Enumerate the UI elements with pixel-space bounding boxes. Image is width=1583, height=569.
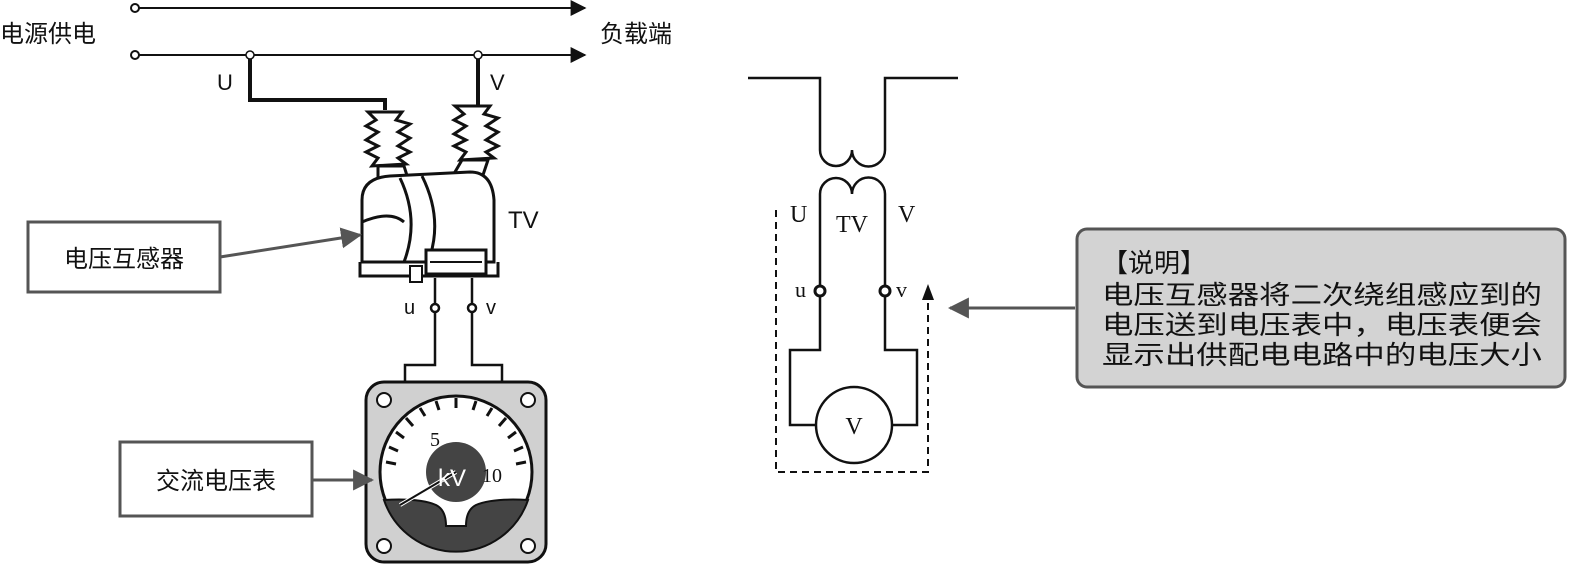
meter-unit-kv: kV xyxy=(438,465,466,492)
current-path-dashed xyxy=(775,210,929,473)
primary-lead-right xyxy=(883,76,958,150)
note-line-2: 电压送到电压表中，电压表便会 xyxy=(1102,311,1542,341)
primary-coil xyxy=(818,149,887,168)
schematic-v-label: v xyxy=(896,277,907,302)
schematic-TV-label: TV xyxy=(836,212,869,238)
callout-voltage-transformer xyxy=(26,220,363,294)
schematic-U-label: U xyxy=(790,202,807,228)
meter-scale-5: 5 xyxy=(430,429,440,451)
note-line-3: 显示出供配电电路中的电压大小 xyxy=(1102,341,1542,371)
supply-lines xyxy=(130,0,587,110)
ac-voltmeter-callout-label: 交流电压表 xyxy=(156,467,276,495)
power-supply-label: 电源供电 xyxy=(0,20,96,48)
primary-lead-left xyxy=(748,76,822,150)
note-box xyxy=(1075,227,1567,389)
tap-v-dot xyxy=(473,50,483,60)
note-line-1: 电压互感器将二次绕组感应到的 xyxy=(1102,281,1542,311)
phase-u-label: U xyxy=(217,70,233,95)
lead-u xyxy=(248,59,387,110)
transformer-body xyxy=(360,170,496,264)
callout-ac-voltmeter xyxy=(118,440,375,518)
voltage-transformer-callout-label: 电压互感器 xyxy=(64,245,184,273)
schematic-u-label: u xyxy=(795,277,806,302)
schematic-V-label: V xyxy=(898,202,916,228)
voltage-transformer-drawing xyxy=(358,104,502,283)
tap-u-dot xyxy=(245,50,255,60)
supply-terminal-bottom xyxy=(130,50,140,60)
schematic-voltmeter-label: V xyxy=(845,414,863,440)
meter-scale-10: 10 xyxy=(482,465,502,487)
secondary-v-label: v xyxy=(486,297,496,319)
schematic-voltmeter xyxy=(814,385,894,465)
meter-scale-ticks xyxy=(385,398,527,466)
note-title: 【说明】 xyxy=(1102,249,1206,279)
schematic-diagram xyxy=(748,76,958,473)
secondary-leads xyxy=(403,278,504,385)
load-end-label: 负载端 xyxy=(600,20,672,48)
supply-terminal-top xyxy=(130,3,140,13)
secondary-u-label: u xyxy=(404,297,415,319)
ac-voltmeter-drawing xyxy=(364,380,548,564)
tv-label: TV xyxy=(508,207,539,234)
left-bushing xyxy=(362,110,414,192)
phase-v-label: V xyxy=(490,70,505,95)
secondary-coil xyxy=(818,176,887,195)
